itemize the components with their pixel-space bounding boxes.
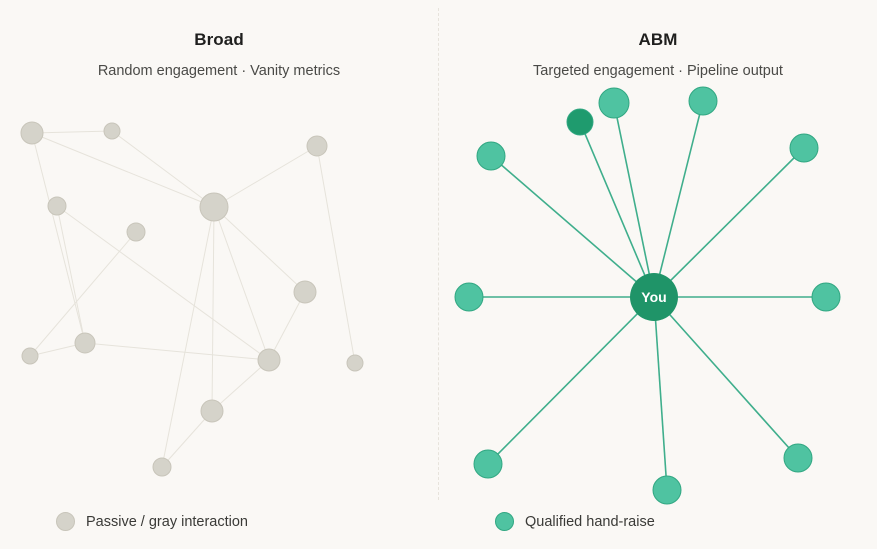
abm-node	[688, 86, 718, 116]
broad-node	[306, 135, 328, 157]
panel-broad-subtitle: Random engagement · Vanity metrics	[97, 62, 341, 79]
abm-edge	[487, 296, 655, 465]
abm-node-highlighted	[566, 108, 594, 136]
broad-node	[20, 121, 44, 145]
broad-node	[152, 457, 172, 477]
panel-abm-subtitle: Targeted engagement · Pipeline output	[533, 62, 783, 79]
abm-edge	[579, 121, 655, 298]
abm-node	[652, 475, 682, 505]
broad-edge	[56, 205, 270, 361]
abm-edge	[490, 155, 655, 298]
broad-node	[257, 348, 281, 372]
broad-edge	[211, 206, 215, 412]
panel-broad-title: Broad	[194, 30, 244, 50]
abm-hub-node	[630, 273, 678, 321]
panel-broad: Broad Random engagement · Vanity metrics…	[0, 0, 438, 549]
legend-label-passive: Passive / gray interaction	[86, 513, 248, 530]
panel-divider	[438, 8, 439, 500]
broad-node	[103, 122, 121, 140]
broad-edge	[31, 132, 86, 344]
broad-node	[293, 280, 317, 304]
panel-abm-title: ABM	[638, 30, 678, 50]
broad-node	[346, 354, 364, 372]
broad-edge	[31, 132, 215, 208]
abm-node-group	[454, 86, 841, 505]
broad-node	[126, 222, 146, 242]
broad-node	[47, 196, 67, 216]
abm-node	[783, 443, 813, 473]
broad-edge	[56, 205, 86, 344]
abm-node	[454, 282, 484, 312]
abm-edge	[653, 296, 799, 459]
legend-swatch-passive	[56, 512, 75, 531]
broad-edge	[161, 206, 215, 468]
broad-edge	[111, 130, 215, 208]
broad-node	[74, 332, 96, 354]
broad-edge	[316, 145, 356, 364]
legend-label-qualified: Qualified hand-raise	[525, 513, 655, 530]
abm-hub-group: You	[630, 273, 678, 321]
abm-node	[789, 133, 819, 163]
broad-edge	[213, 206, 270, 361]
panel-abm: ABM Targeted engagement · Pipeline outpu…	[439, 0, 877, 549]
broad-edge	[84, 342, 270, 361]
abm-edge	[613, 102, 655, 298]
broad-node	[21, 347, 39, 365]
abm-hub-label: You	[641, 289, 666, 305]
broad-edge	[31, 130, 113, 134]
broad-node	[199, 192, 229, 222]
abm-edge-group	[469, 100, 826, 491]
abm-edge	[653, 100, 704, 298]
broad-node	[200, 399, 224, 423]
broad-edge	[213, 145, 318, 208]
abm-edge	[653, 296, 668, 491]
abm-node	[473, 449, 503, 479]
broad-edge	[211, 359, 270, 412]
abm-edge	[653, 147, 805, 298]
legend-swatch-qualified	[495, 512, 514, 531]
abm-node	[476, 141, 506, 171]
broad-edge	[161, 410, 213, 468]
broad-edge-group	[29, 130, 356, 468]
broad-edge	[268, 291, 306, 361]
abm-network-graph: You	[439, 78, 877, 505]
broad-edge	[29, 231, 137, 357]
abm-node	[811, 282, 841, 312]
broad-edge	[213, 206, 306, 293]
abm-node	[598, 87, 630, 119]
abm-network-svg: You	[454, 86, 841, 505]
legend-broad: Passive / gray interaction	[56, 512, 248, 531]
broad-node-group	[20, 121, 364, 477]
broad-network-svg	[20, 121, 364, 477]
legend-abm: Qualified hand-raise	[495, 512, 655, 531]
broad-network-graph	[0, 78, 438, 490]
